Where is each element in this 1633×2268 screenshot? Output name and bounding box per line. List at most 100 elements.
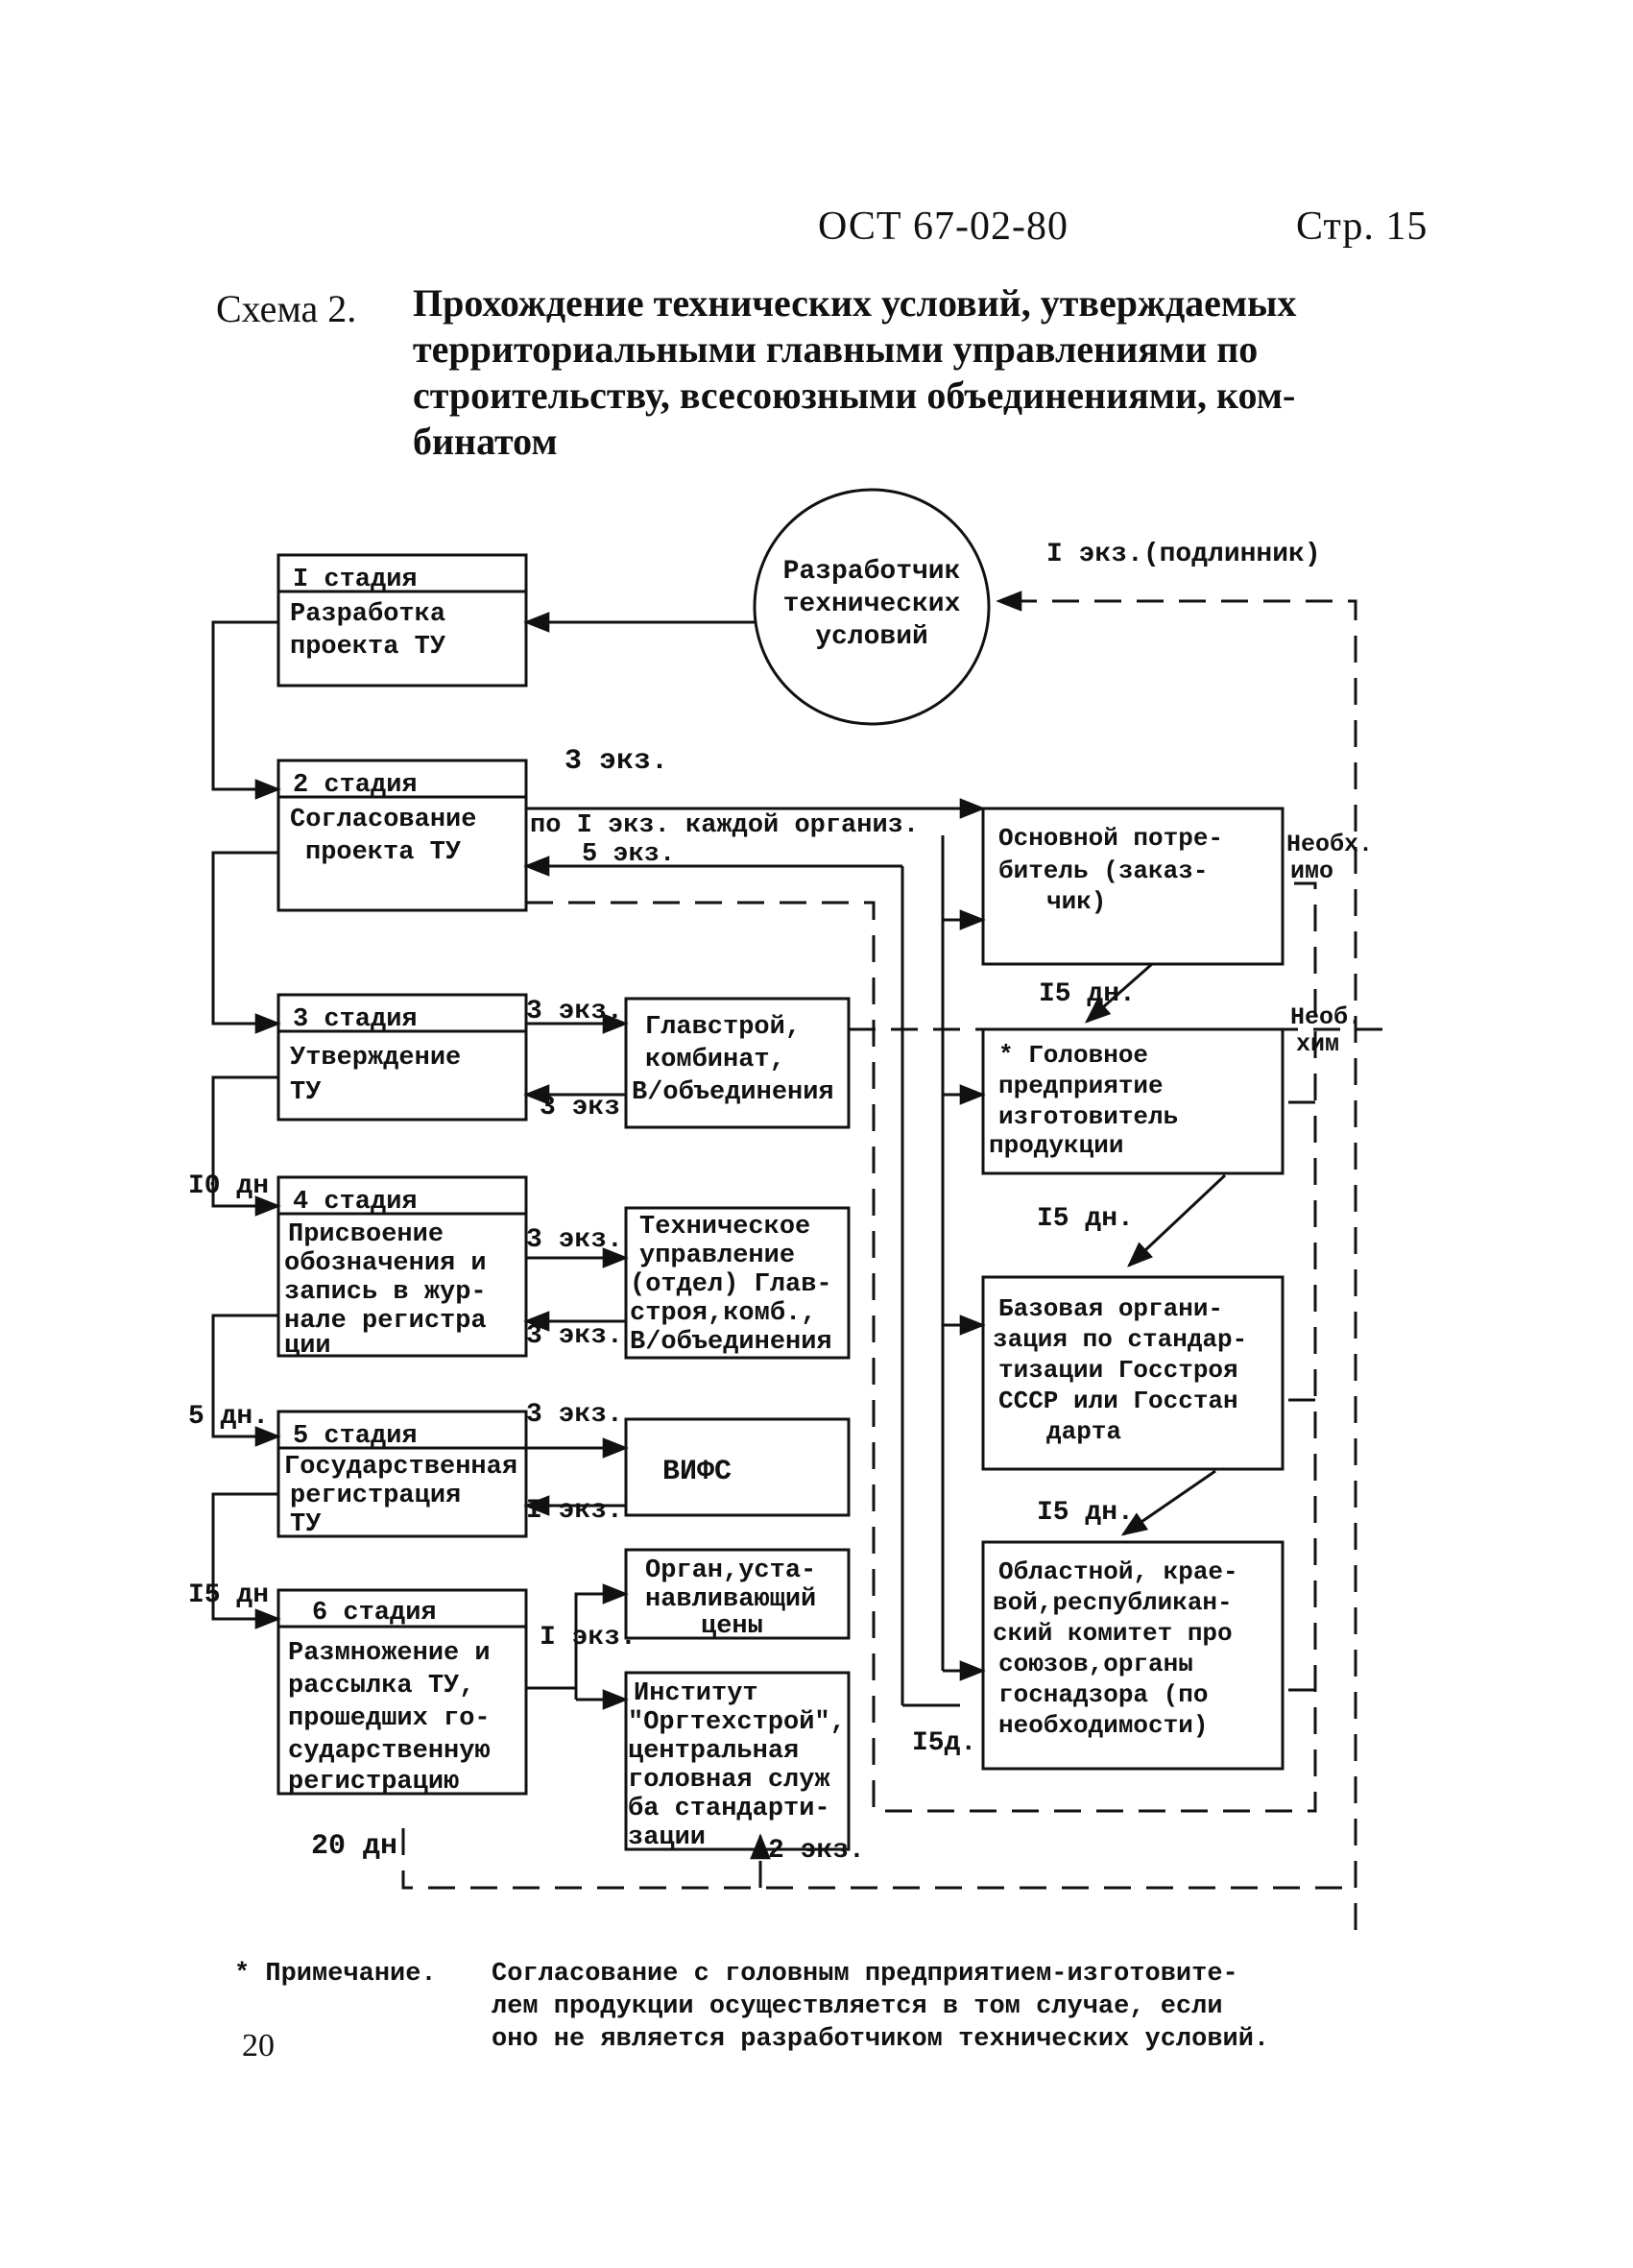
stage-6-box (276, 1588, 528, 1796)
base-org-line-1: Базовая органи- (998, 1294, 1223, 1323)
base-org-line-5: дарта (1046, 1417, 1121, 1446)
label-copy-original: I экз.(подлинник) (1046, 540, 1321, 569)
tech-dept-line-4: строя,комб., (630, 1299, 816, 1328)
glavstroy-box (624, 997, 851, 1129)
stage-4-line-4: нале регистра (284, 1307, 487, 1336)
label-s4-out: 3 экз. (526, 1225, 623, 1255)
label-days-15-b: I5 дн. (1037, 1204, 1134, 1234)
label-s5-in: I экз. (526, 1496, 623, 1526)
stage-2-line-1: Согласование (290, 806, 476, 834)
tech-dept-line-3: (отдел) Глав- (630, 1270, 832, 1299)
title-line-2-text: территориальными главными управлениями п… (413, 327, 1259, 371)
scheme-label: Схема 2. (216, 287, 357, 330)
consumer-line-2: битель (заказ- (998, 857, 1208, 885)
manufacturer-line-3: изготовитель (998, 1102, 1178, 1131)
stage-5-line-1: Государственная (284, 1453, 517, 1482)
stage-1-line-1: Разработка (290, 600, 445, 629)
label-days-10: I0 дн (188, 1171, 269, 1201)
tech-dept-line-5: В/объединения (630, 1328, 832, 1357)
consumer-line-1: Основной потре- (998, 824, 1223, 853)
stage-4-line-2: обозначения и (284, 1249, 487, 1278)
regional-line-1: Областной, крае- (998, 1557, 1238, 1586)
glavstroy-line-1: Главстрой, (645, 1013, 801, 1042)
stage-5-line-3: ТУ (290, 1510, 322, 1539)
tech-department-box (624, 1206, 851, 1360)
stage-6-line-5: регистрацию (288, 1768, 459, 1797)
price-line-1: Орган,уста- (645, 1556, 816, 1585)
regional-line-3: ский комитет про (993, 1619, 1233, 1648)
stage-4-line-5: ции (284, 1332, 331, 1361)
stage-6-line-2: рассылка ТУ, (288, 1672, 474, 1701)
label-five-copies: 5 экз. (582, 840, 675, 869)
regional-line-5: госнадзора (по (998, 1680, 1208, 1709)
label-days-15-a: I5 дн. (1039, 979, 1136, 1009)
title-line-1: Прохождение технических условий, утвержд… (413, 281, 1297, 325)
label-two-copies: 2 экз. (768, 1836, 865, 1866)
label-necessity-2b: хим (1296, 1030, 1339, 1058)
stage-3-title: 3 стадия (293, 1005, 418, 1034)
label-one-each: по I экз. каждой организ. (530, 811, 919, 840)
footnote-line-3: оно не является разработчиком технически… (492, 2025, 1270, 2054)
stage-4-box (276, 1175, 528, 1358)
glavstroy-line-3: В/объединения (632, 1078, 834, 1107)
regional-line-4: союзов,органы (998, 1650, 1193, 1678)
label-days-5: 5 дн. (188, 1402, 269, 1432)
stage-4-title: 4 стадия (293, 1188, 418, 1217)
label-necessity-1a: Необх. (1286, 831, 1373, 858)
regional-committee-box (981, 1540, 1285, 1771)
label-s3-in: 3 экз (540, 1093, 620, 1122)
title-line-4: бинатом (413, 420, 558, 463)
stage-6-line-4: сударственную (288, 1737, 491, 1766)
label-necessity-1b: имо (1290, 857, 1333, 885)
footnote-line-2: лем продукции осуществляется в том случа… (492, 1992, 1223, 2021)
label-days-20: 20 дн (311, 1830, 397, 1863)
price-line-3: цены (701, 1612, 763, 1641)
stage-4-line-1: Присвоение (288, 1220, 444, 1249)
stage-1-line-2: проекта ТУ (290, 633, 446, 662)
regional-line-6: необходимости) (998, 1711, 1208, 1740)
label-s4-in: 3 экз. (526, 1321, 623, 1351)
label-3-copies-stage2: 3 экз. (564, 745, 668, 778)
base-org-line-2: зация по стандар- (993, 1325, 1247, 1354)
developer-line-1: Разработчик (783, 557, 961, 587)
footnote-line-1: Согласование с головным предприятием-изг… (492, 1960, 1238, 1989)
tech-dept-line-1: Техническое (639, 1213, 810, 1242)
developer-circle (753, 488, 991, 726)
label-days-15-c: I5 дн. (1037, 1498, 1134, 1528)
stage-5-title: 5 стадия (293, 1422, 418, 1451)
label-s5-out: 3 экз. (526, 1400, 623, 1430)
label-s3-out: 3 экз. (526, 997, 623, 1026)
stage-3-line-2: ТУ (290, 1078, 322, 1107)
title-line-3: строительству, всесоюзными объединениями… (413, 374, 1296, 417)
label-days-15-s6: I5 дн (188, 1580, 269, 1610)
title-line-2: территориальными главными управлениями п… (413, 326, 1440, 373)
developer-line-3: условий (815, 622, 928, 652)
document-code: ОСТ 67-02-80 (818, 205, 1069, 249)
stage-3-box (276, 993, 528, 1122)
consumer-line-3: чик) (1046, 887, 1106, 916)
stage-2-line-2: проекта ТУ (305, 838, 462, 867)
page-number: 20 (242, 2028, 275, 2063)
vifs-label: ВИФС (662, 1456, 732, 1488)
stage-2-box (276, 759, 528, 912)
glavstroy-line-2: комбинат, (645, 1046, 785, 1074)
price-line-2: навливающий (645, 1585, 816, 1614)
stage-1-title: I стадия (293, 566, 418, 594)
tech-dept-line-2: управление (639, 1242, 795, 1270)
label-days-15-d: I5д. (912, 1728, 976, 1758)
stage-3-line-1: Утверждение (290, 1044, 461, 1073)
manufacturer-line-2: предприятие (998, 1072, 1164, 1100)
label-s6-one: I экз. (540, 1623, 636, 1653)
stage-6-line-1: Размножение и (288, 1639, 491, 1668)
base-standards-org-box (981, 1275, 1285, 1471)
footnote-marker: * Примечание. (234, 1960, 437, 1989)
institute-line-6: зации (628, 1823, 706, 1852)
stage-5-line-2: регистрация (290, 1482, 461, 1510)
base-org-line-3: тизации Госстроя (998, 1356, 1238, 1385)
orgtekhstroy-box (624, 1671, 851, 1851)
base-org-line-4: СССР или Госстан (998, 1387, 1238, 1415)
stage-2-title: 2 стадия (293, 771, 418, 800)
stage-6-line-3: прошедших го- (288, 1704, 491, 1733)
